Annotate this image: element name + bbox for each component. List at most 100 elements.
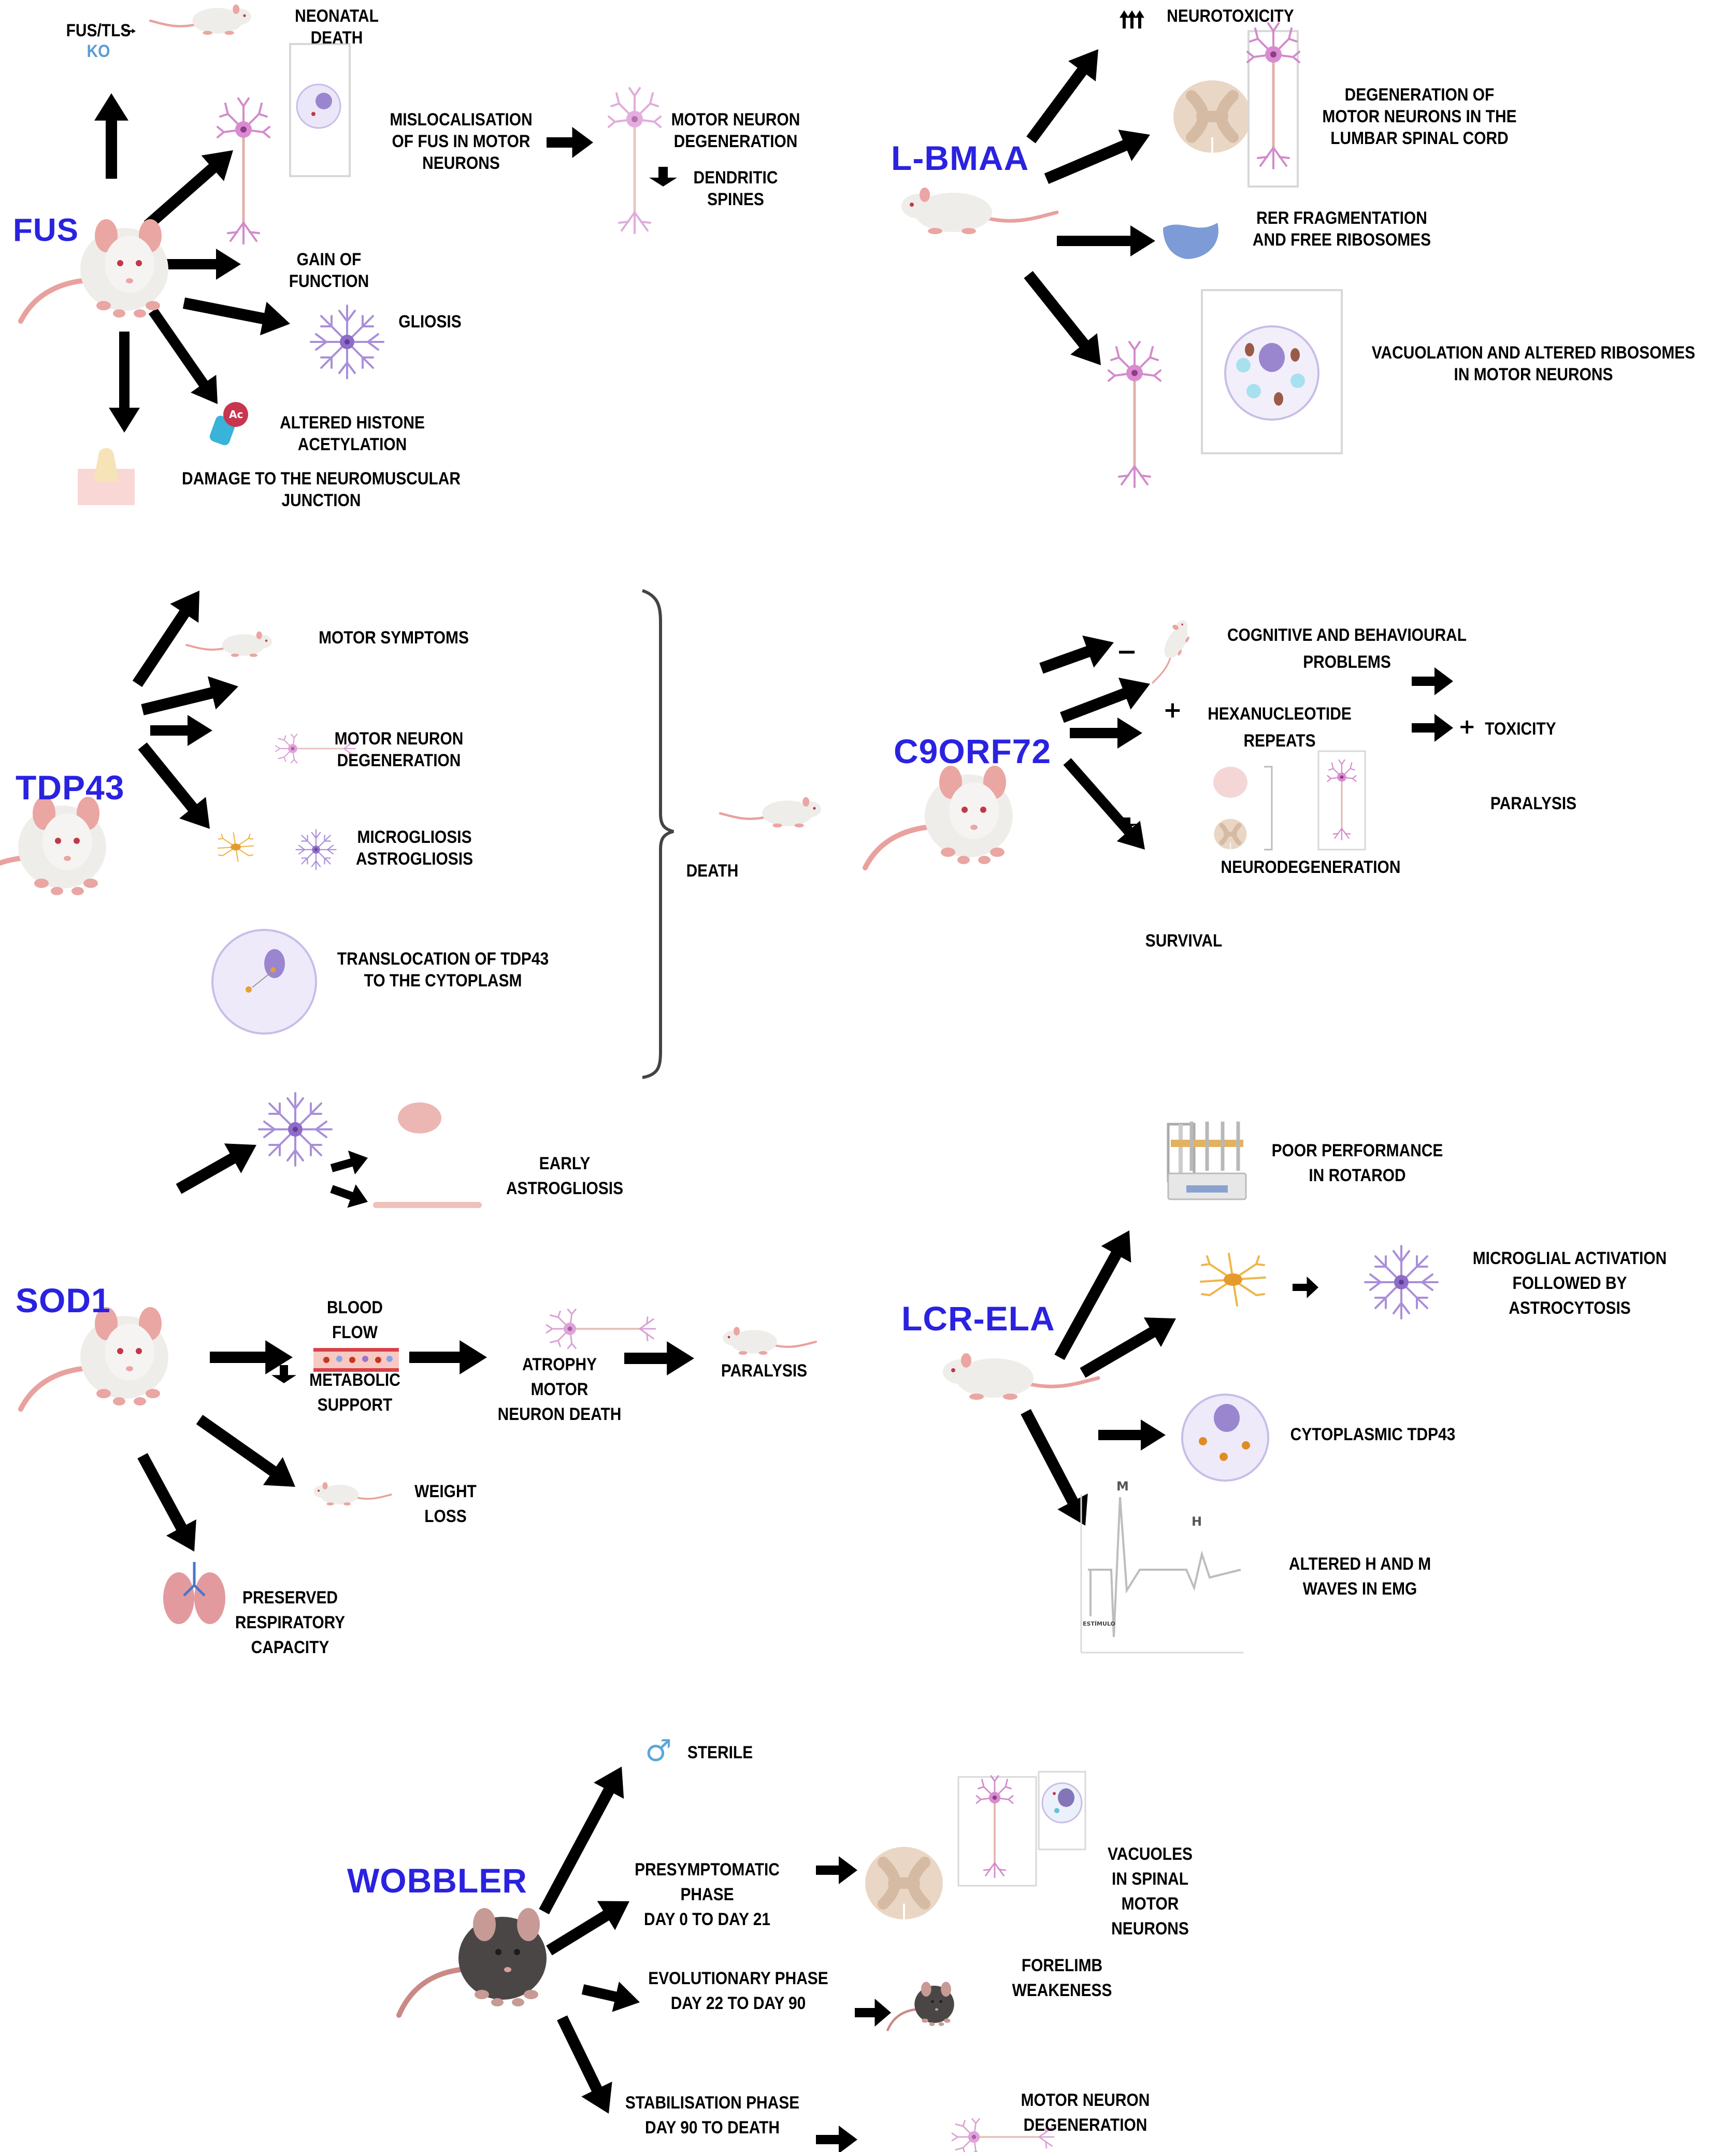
arrow-lbmaa-to-spinal-cord <box>1044 130 1150 184</box>
sod1-mouse-icon <box>21 1307 168 1409</box>
lbmaa-mouse-icon <box>901 188 1057 234</box>
degenerating-neuron-icon <box>609 88 661 233</box>
nmj-damage-label: DAMAGE TO THE NEUROMUSCULAR JUNCTION <box>181 469 461 510</box>
neurotoxicity-label: NEUROTOXICITY <box>1167 6 1294 26</box>
arrow-up-3 <box>1135 10 1144 28</box>
c9-paralysis-label: PARALYSIS <box>1490 794 1577 813</box>
arrow-dendritic-down <box>649 167 677 186</box>
brain-section-icon <box>1213 767 1247 798</box>
tdp43-cell-icon <box>211 929 317 1035</box>
microglial-activation-label: MICROGLIAL ACTIVATION FOLLOWED BY ASTROC… <box>1472 1249 1667 1318</box>
vacuolated-cell-icon <box>1224 325 1319 421</box>
respiratory-capacity-label: PRESERVED RESPIRATORY CAPACITY <box>235 1588 346 1657</box>
neonatal-death-label: NEONATAL DEATH <box>295 6 379 48</box>
weight-loss-label: WEIGHT LOSS <box>414 1482 477 1526</box>
early-astrogliosis-label: EARLY ASTROGLIOSIS <box>506 1154 624 1198</box>
death-mouse-icon <box>720 797 821 828</box>
rotarod-icon <box>1167 1122 1247 1200</box>
forelimb-weakness-label: FORELIMB WEAKENESS <box>1012 1956 1112 2000</box>
arrow-fus-to-gain <box>161 249 241 280</box>
arrow-lcrela-to-rotarod <box>1054 1230 1131 1360</box>
ko-neonatal-mouse-icon <box>150 5 251 35</box>
toxicity-label: TOXICITY <box>1485 719 1556 739</box>
arrow-neurodegeneration-to-paralysis <box>1412 714 1453 742</box>
arrow-fus-to-histone <box>148 308 218 404</box>
wobbler-title: WOBBLER <box>347 1861 527 1900</box>
cognitive-problems-label: COGNITIVE AND BEHAVIOURAL PROBLEMS <box>1227 625 1467 672</box>
emg-trace-chart <box>1080 1495 1243 1654</box>
ko-label: KO <box>87 41 110 61</box>
sod1-title: SOD1 <box>16 1281 111 1319</box>
arrow-tdp43-to-glia <box>150 715 212 746</box>
histone-acetylation-label: ALTERED HISTONE ACETYLATION <box>280 413 425 454</box>
weight-loss-mouse-icon <box>312 1481 392 1507</box>
tdp43-title: TDP43 <box>16 768 125 807</box>
c9-spinal-cord-icon <box>1214 819 1247 850</box>
sod1-degenerating-neuron-icon <box>546 1308 656 1350</box>
ac-icon-text: Ac <box>229 408 243 421</box>
blood-vessel-icon <box>313 1348 399 1372</box>
survival-label: SURVIVAL <box>1145 931 1223 951</box>
gliosis-label: GLIOSIS <box>398 312 462 332</box>
arrow-microglia-to-astrocyte <box>1293 1276 1318 1298</box>
presymptomatic-phase-label: PRESYMPTOMATIC PHASE DAY 0 TO DAY 21 <box>635 1860 780 1929</box>
arrow-evolutionary-to-mouse <box>855 1999 891 2027</box>
arrow-mislocalisation-to-degeneration <box>547 127 593 158</box>
lbmaa-model-illustrations <box>901 23 1343 487</box>
tdp43-mouse-icon <box>0 797 106 899</box>
lcrela-mouse-icon <box>943 1353 1098 1400</box>
arrow-lcrela-to-cell <box>1098 1419 1166 1451</box>
arrow-tdp43-to-translocation <box>138 742 210 829</box>
arrow-wobbler-to-evolutionary <box>581 1982 640 2012</box>
lbmaa-neuron-bottom-icon <box>1109 342 1160 487</box>
arrow-lbmaa-to-rer <box>1057 225 1155 256</box>
dendritic-spines-label: DENDRITIC SPINES <box>693 168 778 209</box>
vacuoles-label: VACUOLES IN SPINAL MOTOR NEURONS <box>1107 1844 1193 1939</box>
fus-model-illustrations <box>21 5 661 505</box>
arrow-up-1 <box>1120 10 1129 28</box>
motor-symptoms-mouse-icon <box>185 630 273 658</box>
lcrela-microglia-icon <box>1200 1253 1266 1307</box>
emg-m-label: M <box>1116 1479 1129 1494</box>
arrow-ko-small <box>124 28 136 34</box>
c9orf72-mouse-icon <box>865 766 1013 868</box>
lumbar-spinal-cord-icon <box>1173 80 1251 153</box>
mislocalisation-label: MISLOCALISATION OF FUS IN MOTOR NEURONS <box>390 110 533 173</box>
spinal-cord-strip-icon <box>373 1202 482 1208</box>
tdp43-astrocyte-icon <box>295 829 337 870</box>
gliosis-label-tdp43: MICROGLIOSIS ASTROGLIOSIS <box>355 827 474 869</box>
lungs-icon <box>163 1562 225 1624</box>
stabilisation-phase-label: STABILISATION PHASE DAY 90 TO DEATH <box>625 2093 800 2137</box>
sterile-label: STERILE <box>687 1743 753 1762</box>
arrows-group <box>94 10 1453 2152</box>
arrow-wobbler-to-stabilisation <box>557 2015 612 2114</box>
plus-sign-icon: + <box>1163 697 1182 723</box>
arrow-sod1-to-blood <box>210 1340 293 1374</box>
histone-acetylation-icon <box>209 402 248 446</box>
fus-mn-degeneration-label: MOTOR NEURON DEGENERATION <box>671 110 800 151</box>
arrow-lcrela-to-emg <box>1021 1409 1088 1526</box>
neurodegeneration-label: NEURODEGENERATION <box>1221 857 1401 877</box>
toxicity-plus-icon: + <box>1458 715 1476 739</box>
wobbler-mn-degeneration-label: MOTOR NEURON DEGENERATION <box>1021 2090 1150 2135</box>
tdp43-microglia-icon <box>217 832 254 862</box>
tdp43-mn-degeneration-label: MOTOR NEURON DEGENERATION <box>334 729 464 770</box>
emg-stimulus-label: ESTÍMULO <box>1083 1620 1115 1627</box>
c9orf72-title: C9ORF72 <box>894 732 1052 770</box>
wobbler-spinal-cord-icon <box>865 1847 943 1919</box>
male-symbol-icon: ♂ <box>645 1733 672 1768</box>
arrow-tdp43-to-motor-symptoms <box>132 591 199 687</box>
arrow-wobbler-to-sterile <box>539 1767 624 1915</box>
arrow-lbmaa-to-neuron <box>1024 271 1101 365</box>
atrophy-label: ATROPHY MOTOR NEURON DEATH <box>497 1355 622 1424</box>
wobbler-mouse-icon <box>399 1908 547 2015</box>
arrow-fus-to-ko <box>94 93 128 179</box>
arrow-fus-to-gliosis <box>182 297 290 336</box>
fus-title: FUS <box>13 212 79 248</box>
arrow-sod1-to-astrocyte <box>176 1143 256 1194</box>
lcrela-astrocyte-icon <box>1364 1245 1439 1319</box>
lcrela-title: LCR-ELA <box>901 1299 1055 1338</box>
fus-tls-label: FUS/TLS <box>66 21 131 40</box>
rer-fragmentation-label: RER FRAGMENTATION AND FREE RIBOSOMES <box>1252 208 1431 250</box>
